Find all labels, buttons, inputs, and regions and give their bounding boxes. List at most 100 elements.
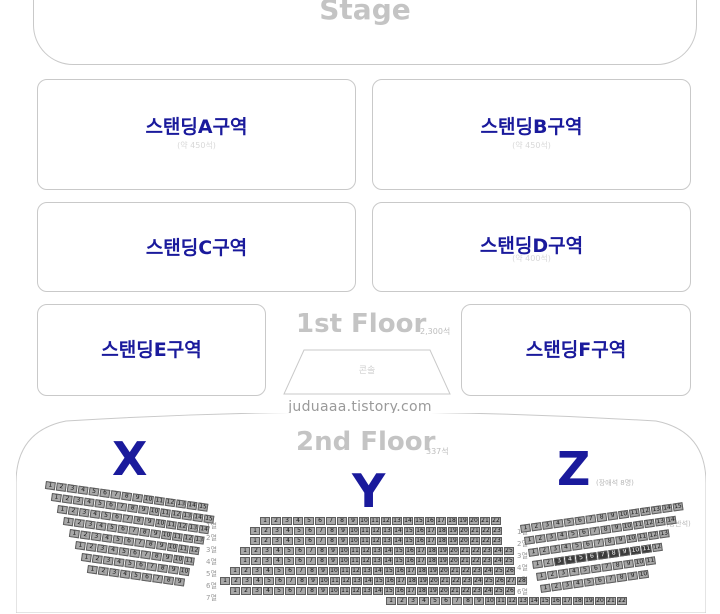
seat[interactable]: 3 <box>272 527 282 535</box>
seat[interactable]: 25 <box>494 567 504 575</box>
seat[interactable]: 6 <box>111 512 123 522</box>
seat[interactable]: 6 <box>105 500 117 510</box>
seat[interactable]: 7 <box>601 562 613 572</box>
seat[interactable]: 4 <box>560 543 572 553</box>
seat[interactable]: 13 <box>650 505 662 515</box>
seat[interactable]: 7 <box>605 574 617 584</box>
seat[interactable]: 8 <box>612 560 624 571</box>
seat[interactable]: 12 <box>182 533 194 544</box>
seat[interactable]: 1 <box>230 587 240 595</box>
seat[interactable]: 3 <box>282 517 292 525</box>
seat[interactable]: 5 <box>294 537 304 545</box>
seat[interactable]: 22 <box>461 587 471 595</box>
seat[interactable]: 14 <box>665 515 677 526</box>
seat[interactable]: 7 <box>146 562 158 572</box>
seat[interactable]: 6 <box>135 560 147 570</box>
seat[interactable]: 5 <box>124 559 136 569</box>
seat[interactable]: 7 <box>585 514 597 524</box>
seat[interactable]: 2 <box>85 542 97 552</box>
seat[interactable]: 16 <box>415 537 425 545</box>
seat[interactable]: 10 <box>349 537 359 545</box>
seat[interactable]: 22 <box>471 547 481 555</box>
seat[interactable]: 10 <box>622 521 634 532</box>
seat[interactable]: 11 <box>632 520 644 530</box>
seat[interactable]: 9 <box>474 597 484 605</box>
seat[interactable]: 14 <box>383 557 393 565</box>
seat[interactable]: 4 <box>263 587 273 595</box>
seat[interactable]: 6 <box>590 563 602 574</box>
seat[interactable]: 6 <box>295 557 305 565</box>
seat[interactable]: 8 <box>616 572 628 583</box>
seat[interactable]: 15 <box>384 567 394 575</box>
seat[interactable]: 3 <box>108 568 120 578</box>
seat[interactable]: 3 <box>252 567 262 575</box>
seat[interactable]: 5 <box>264 577 274 585</box>
seat[interactable]: 1 <box>260 517 270 525</box>
seat[interactable]: 8 <box>139 527 151 538</box>
seat[interactable]: 11 <box>159 508 171 518</box>
seat[interactable]: 18 <box>417 587 427 595</box>
seat[interactable]: 2 <box>231 577 241 585</box>
seat[interactable]: 1 <box>386 597 396 605</box>
seat[interactable]: 21 <box>460 557 470 565</box>
seat[interactable]: 7 <box>152 574 164 584</box>
seat[interactable]: 12 <box>643 518 655 529</box>
seat[interactable]: 16 <box>425 517 435 525</box>
seat[interactable]: 19 <box>438 557 448 565</box>
seat[interactable]: 5 <box>579 565 591 575</box>
zone-standing-b[interactable]: 스탠딩B구역 (약 450석) <box>372 79 691 190</box>
seat[interactable]: 13 <box>181 511 193 521</box>
seat[interactable]: 26 <box>505 587 515 595</box>
seat[interactable]: 9 <box>328 547 338 555</box>
seat[interactable]: 9 <box>627 571 639 581</box>
seat[interactable]: 23 <box>482 557 492 565</box>
seat[interactable]: 6 <box>285 587 295 595</box>
seat[interactable]: 16 <box>551 597 561 605</box>
seat[interactable]: 22 <box>471 557 481 565</box>
seat[interactable]: 13 <box>658 529 670 539</box>
seat[interactable]: 18 <box>417 567 427 575</box>
seat[interactable]: 12 <box>351 587 361 595</box>
seat[interactable]: 13 <box>362 567 372 575</box>
zone-standing-a[interactable]: 스탠딩A구역 (약 450석) <box>37 79 356 190</box>
seat[interactable]: 13 <box>382 527 392 535</box>
seat[interactable]: 7 <box>128 526 140 536</box>
seat[interactable]: 4 <box>89 509 101 519</box>
seat[interactable]: 8 <box>151 551 163 562</box>
seat[interactable]: 23 <box>482 547 492 555</box>
seat[interactable]: 3 <box>549 544 561 554</box>
seat[interactable]: 4 <box>564 555 576 565</box>
seat[interactable]: 15 <box>203 514 215 524</box>
seat[interactable]: 2 <box>91 554 103 564</box>
seat[interactable]: 21 <box>440 577 450 585</box>
seat[interactable]: 5 <box>284 557 294 565</box>
seat[interactable]: 3 <box>561 580 573 590</box>
seat[interactable]: 16 <box>405 547 415 555</box>
seat[interactable]: 19 <box>448 527 458 535</box>
seat[interactable]: 1 <box>56 505 68 515</box>
seat[interactable]: 3 <box>262 547 272 555</box>
seat[interactable]: 5 <box>430 597 440 605</box>
seat[interactable]: 9 <box>150 529 162 539</box>
seat[interactable]: 15 <box>197 502 209 512</box>
seat[interactable]: 15 <box>540 597 550 605</box>
zone-standing-e[interactable]: 스탠딩E구역 <box>37 304 266 396</box>
seat[interactable]: 1 <box>220 577 230 585</box>
seat[interactable]: 10 <box>359 517 369 525</box>
seat[interactable]: 23 <box>462 577 472 585</box>
seat[interactable]: 2 <box>251 547 261 555</box>
seat[interactable]: 6 <box>285 567 295 575</box>
seat[interactable]: 12 <box>341 577 351 585</box>
seat[interactable]: 8 <box>307 567 317 575</box>
seat[interactable]: 2 <box>542 558 554 568</box>
seat[interactable]: 7 <box>286 577 296 585</box>
seat[interactable]: 13 <box>372 557 382 565</box>
seat[interactable]: 4 <box>293 517 303 525</box>
seat[interactable]: 2 <box>538 546 550 556</box>
seat[interactable]: 9 <box>623 559 635 569</box>
seat[interactable]: 1 <box>524 535 536 545</box>
seat[interactable]: 12 <box>639 506 651 517</box>
seat[interactable]: 12 <box>188 545 200 556</box>
seat[interactable]: 14 <box>661 503 673 514</box>
seat[interactable]: 7 <box>296 567 306 575</box>
